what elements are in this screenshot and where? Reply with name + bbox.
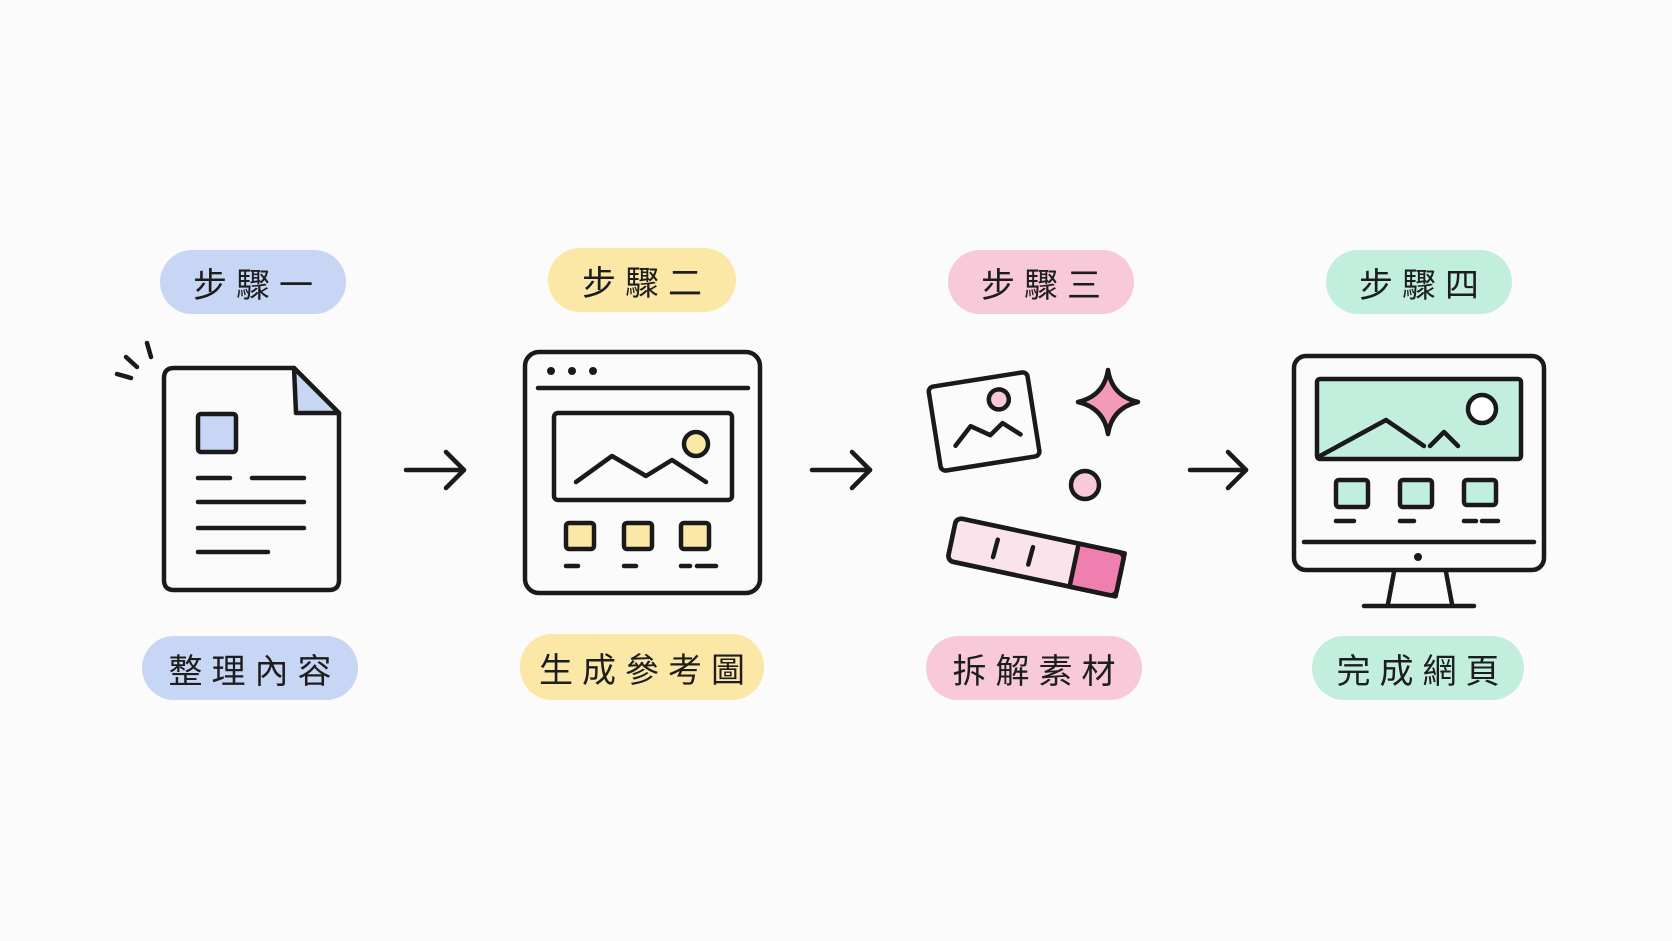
browser-wireframe-icon (522, 349, 763, 596)
step-2-label: 步驟二 (548, 248, 736, 312)
arrow-right-icon-2 (809, 449, 873, 491)
step-3-caption: 拆解素材 (926, 636, 1142, 700)
arrow-right-icon-1 (403, 449, 467, 491)
step-4-caption: 完成網頁 (1312, 636, 1524, 700)
monitor-webpage-icon (1291, 353, 1547, 609)
step-1-caption: 整理內容 (142, 636, 358, 700)
document-icon (114, 340, 342, 593)
assets-breakdown-icon (926, 367, 1141, 599)
arrow-right-icon-3 (1187, 449, 1249, 491)
step-1-label: 步驟一 (160, 250, 346, 314)
step-4-label: 步驟四 (1326, 250, 1512, 314)
step-3-label: 步驟三 (948, 250, 1134, 314)
step-2-caption: 生成參考圖 (520, 634, 764, 700)
